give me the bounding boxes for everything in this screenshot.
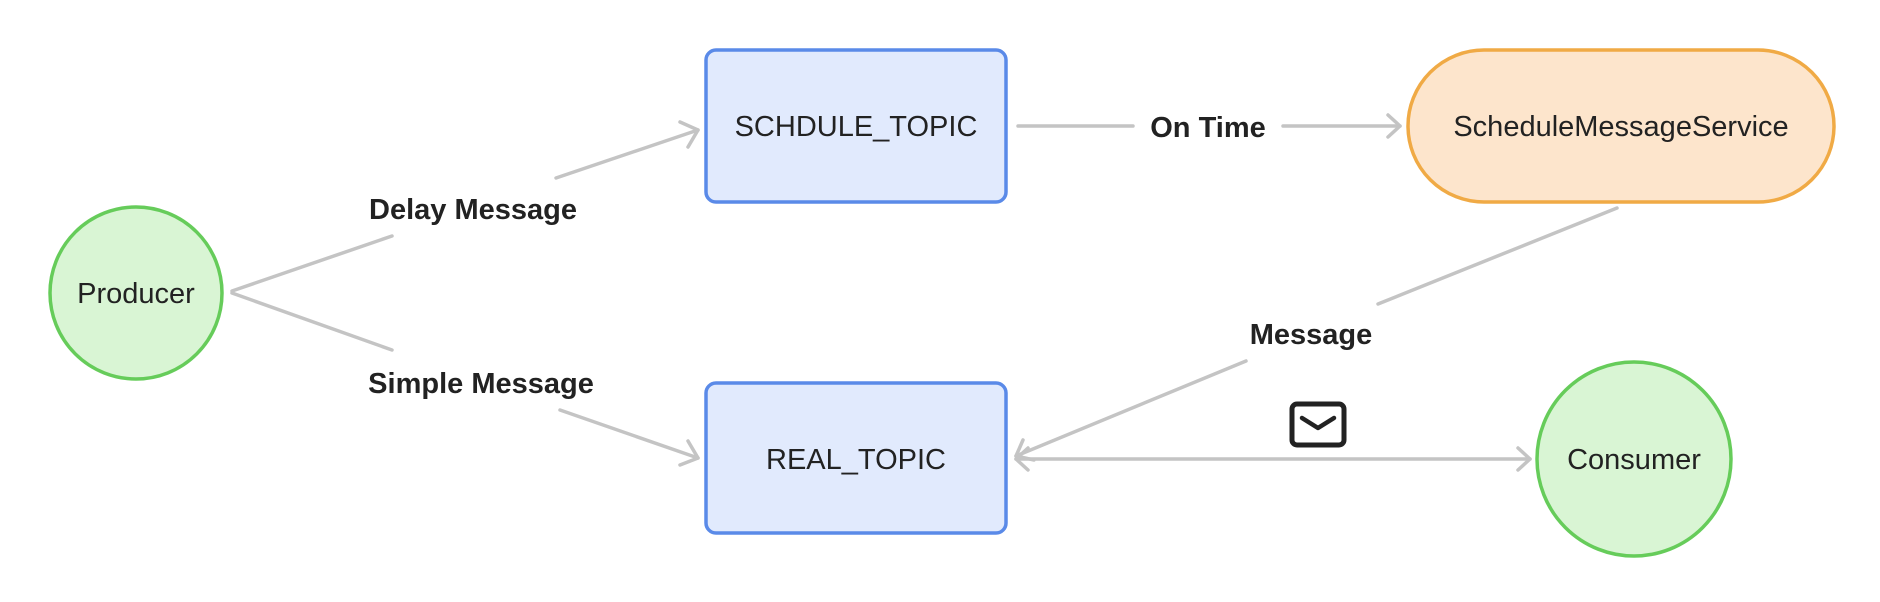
schedule-service-label: ScheduleMessageService [1453,111,1788,143]
edge-simple-arrowhead [678,439,700,467]
real-topic-shape [704,381,1008,535]
schedule-service-shape [1406,48,1836,204]
edge-simple-message: Simple Message [230,291,700,467]
edge-delay-line-b [554,128,700,180]
edge-message-line-b [1014,359,1248,458]
schedule-topic-shape [704,48,1008,204]
real-topic-label: REAL_TOPIC [766,444,946,476]
edge-delay-message: Delay Message [230,120,700,293]
edge-on-time: On Time [1016,112,1402,144]
node-schedule-service[interactable]: ScheduleMessageService [1406,48,1836,204]
node-schedule-topic[interactable]: SCHDULE_TOPIC [704,48,1008,204]
edge-simple-label: Simple Message [368,368,594,400]
producer-shape [48,205,224,381]
edge-message: Message [1014,206,1619,462]
edge-delay-line-a [230,234,394,293]
edge-message-line-a [1376,206,1619,306]
schedule-topic-label: SCHDULE_TOPIC [735,111,978,143]
node-consumer[interactable]: Consumer [1535,360,1733,558]
consumer-label: Consumer [1567,444,1701,476]
edge-simple-line-a [230,291,394,352]
node-real-topic[interactable]: REAL_TOPIC [704,381,1008,535]
edge-consume-arrowhead-left [1014,446,1030,472]
edge-consume-arrowhead-right [1516,446,1532,472]
edge-consume [1014,401,1532,472]
edge-ontime-label: On Time [1150,112,1266,144]
edge-delay-arrowhead [678,120,700,149]
node-producer[interactable]: Producer [48,205,224,381]
edge-ontime-arrowhead [1386,113,1402,139]
consumer-shape [1535,360,1733,558]
edge-simple-line-b [558,408,700,460]
edge-message-label: Message [1250,319,1373,351]
producer-label: Producer [77,278,195,310]
envelope-icon [1289,401,1347,448]
edge-delay-label: Delay Message [369,194,577,226]
